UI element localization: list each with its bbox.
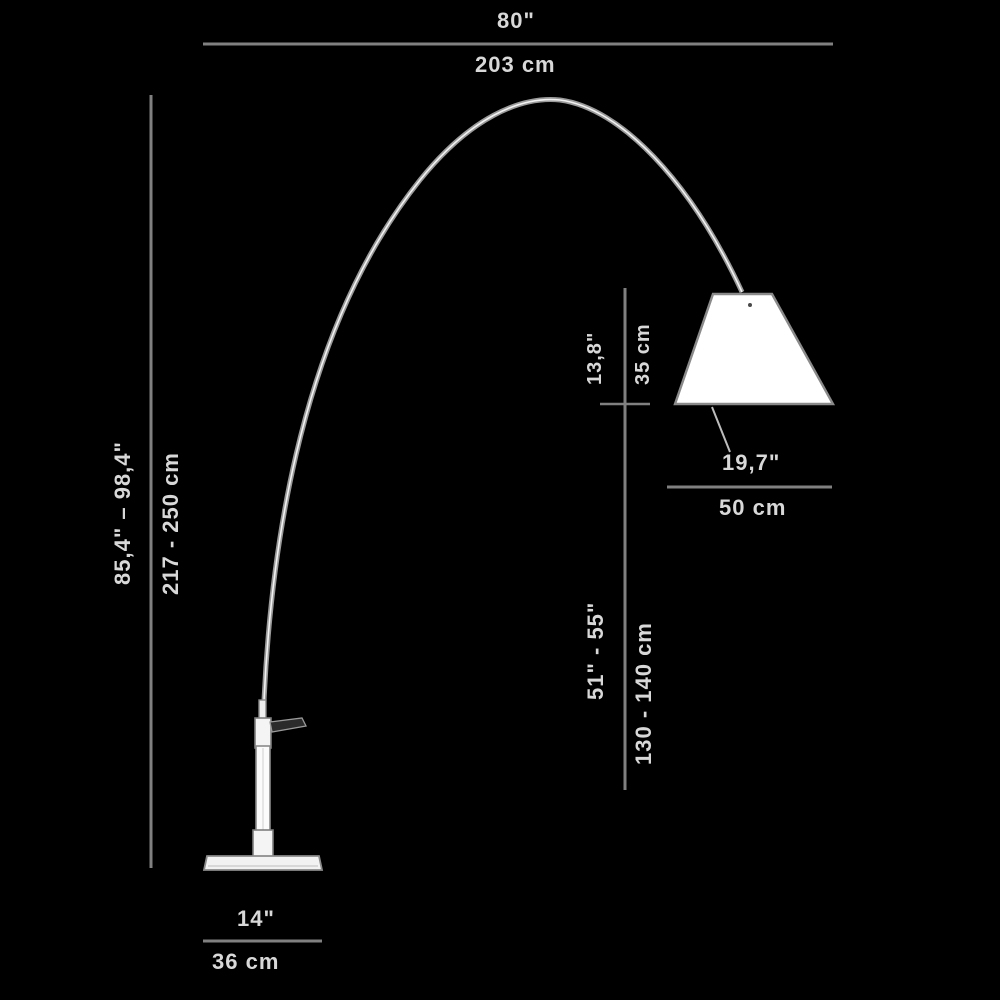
label-shade-height-cm: 35 cm [632, 323, 654, 385]
label-base-width-cm: 36 cm [212, 949, 280, 974]
label-total-height-cm: 217 - 250 cm [158, 452, 183, 595]
lamp-shade [673, 292, 836, 453]
label-shade-height-inch: 13,8" [584, 331, 606, 385]
base-plate [202, 855, 324, 871]
label-shade-width-cm: 50 cm [719, 495, 787, 520]
label-hang-height-cm: 130 - 140 cm [631, 622, 656, 765]
label-hang-height-inch: 51" - 55" [583, 601, 608, 700]
label-total-height-inch: 85,4" – 98,4" [110, 441, 135, 585]
label-shade-width-inch: 19,7" [722, 450, 781, 475]
label-reach-cm: 203 cm [475, 52, 556, 77]
adjustment-lever [269, 717, 307, 733]
label-reach-inch: 80" [497, 8, 535, 33]
telescopic-pole [252, 699, 274, 863]
arc-arm [259, 97, 745, 791]
label-base-width-inch: 14" [237, 906, 275, 931]
